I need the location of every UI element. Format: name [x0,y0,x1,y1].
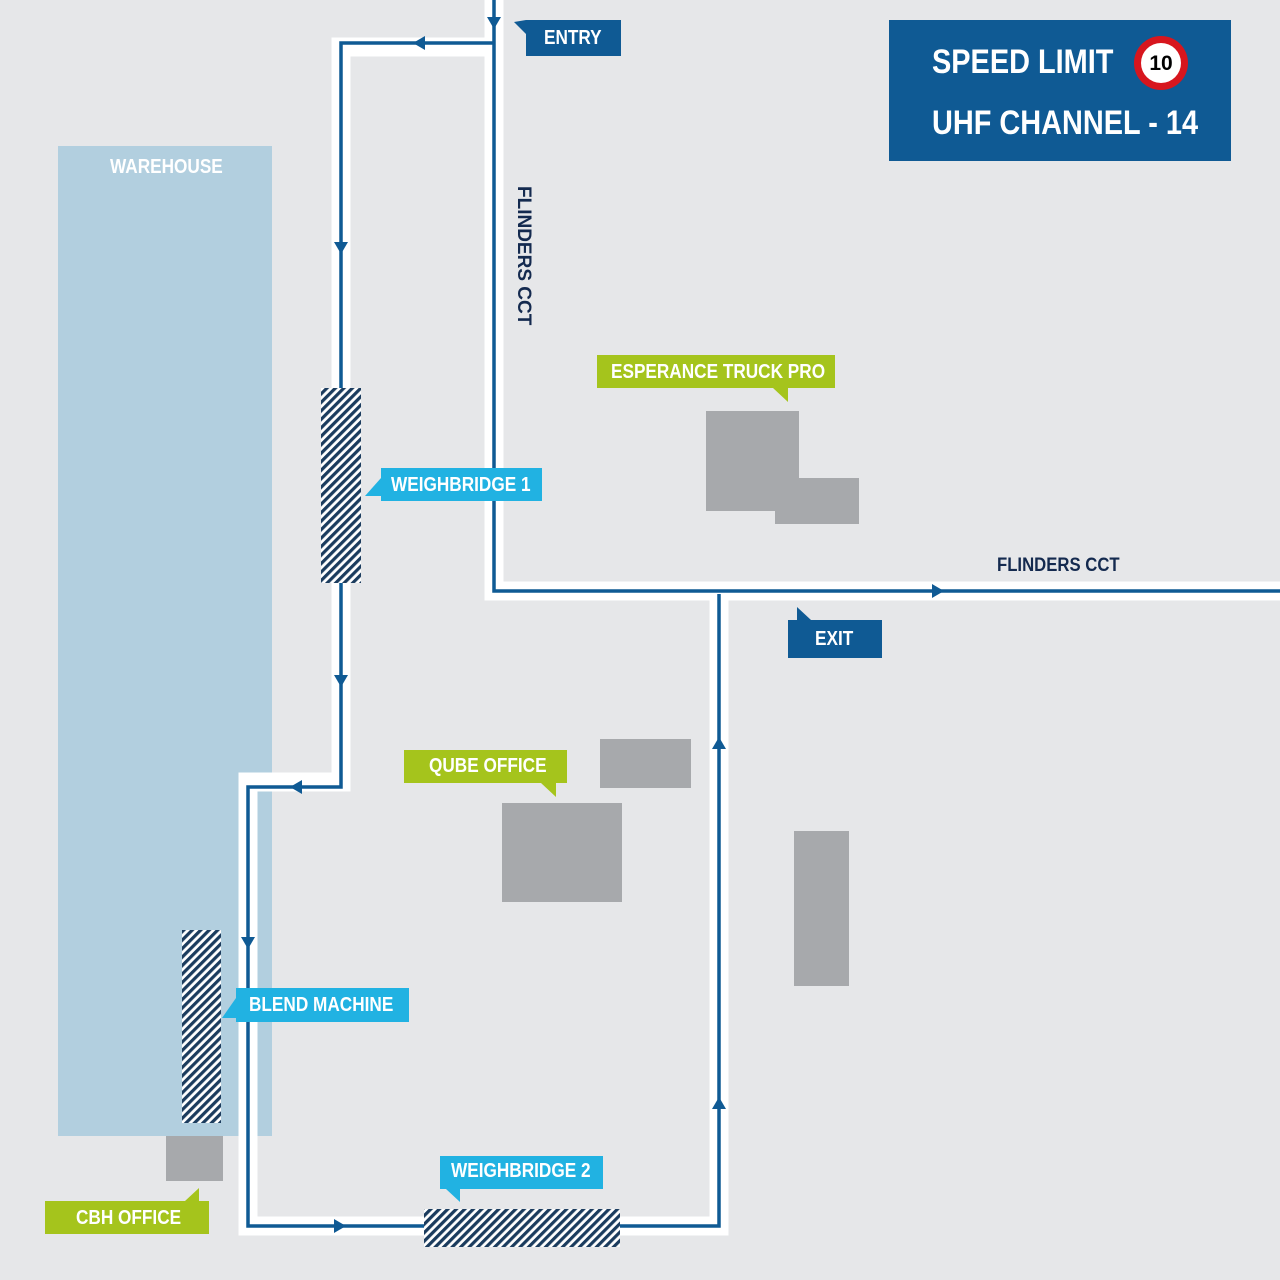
weighbridge-1-label: WEIGHBRIDGE 1 [391,474,531,496]
triangle-arrow-icon [334,675,348,687]
speed-limit-label: SPEED LIMIT [932,43,1114,81]
qube-office-building [502,803,622,902]
triangle-arrow-icon [413,36,425,50]
label-boxes [45,20,882,1234]
speed-limit-value: 10 [1149,52,1173,75]
exit-label: EXIT [815,628,854,650]
esperance-truck-pro-label: ESPERANCE TRUCK PRO [611,361,826,383]
road-edges [238,0,1280,1236]
route-lines [246,0,1280,1228]
warehouse-label: WAREHOUSE [110,156,223,178]
cbh-office-building [166,1136,223,1181]
weighbridge-1-pad [321,388,361,583]
road-name-vertical: FLINDERS CCT [513,186,534,326]
triangle-arrow-icon [932,584,944,598]
road-name-horizontal: FLINDERS CCT [997,555,1120,576]
weighbridge-2-pad [424,1209,620,1247]
triangle-arrow-icon [290,780,302,794]
shed-building [600,739,691,788]
east-building [794,831,849,986]
uhf-channel-label: UHF CHANNEL - 14 [932,104,1199,142]
internal-loop-edge [238,37,729,1236]
weighbridge-2-label: WEIGHBRIDGE 2 [451,1160,591,1182]
triangle-arrow-icon [241,937,255,949]
entry-route-line [492,0,1280,593]
triangle-arrow-icon [712,737,726,749]
triangle-arrow-icon [487,17,501,29]
cbh-office-label: CBH OFFICE [76,1207,182,1229]
warehouse-building [58,146,272,1136]
blend-machine-label: BLEND MACHINE [249,994,394,1016]
qube-office-label: QUBE OFFICE [429,755,547,777]
route-arrows [241,17,944,1233]
triangle-arrow-icon [712,1097,726,1109]
triangle-arrow-icon [334,242,348,254]
internal-route-line [246,41,721,1228]
blend-machine-pad [182,930,221,1123]
esperance-truck-pro-annex [775,478,859,524]
speed-limit-sign-icon [1134,36,1188,90]
triangle-arrow-icon [334,1219,346,1233]
buildings [166,411,859,1181]
entry-label: ENTRY [544,27,602,49]
